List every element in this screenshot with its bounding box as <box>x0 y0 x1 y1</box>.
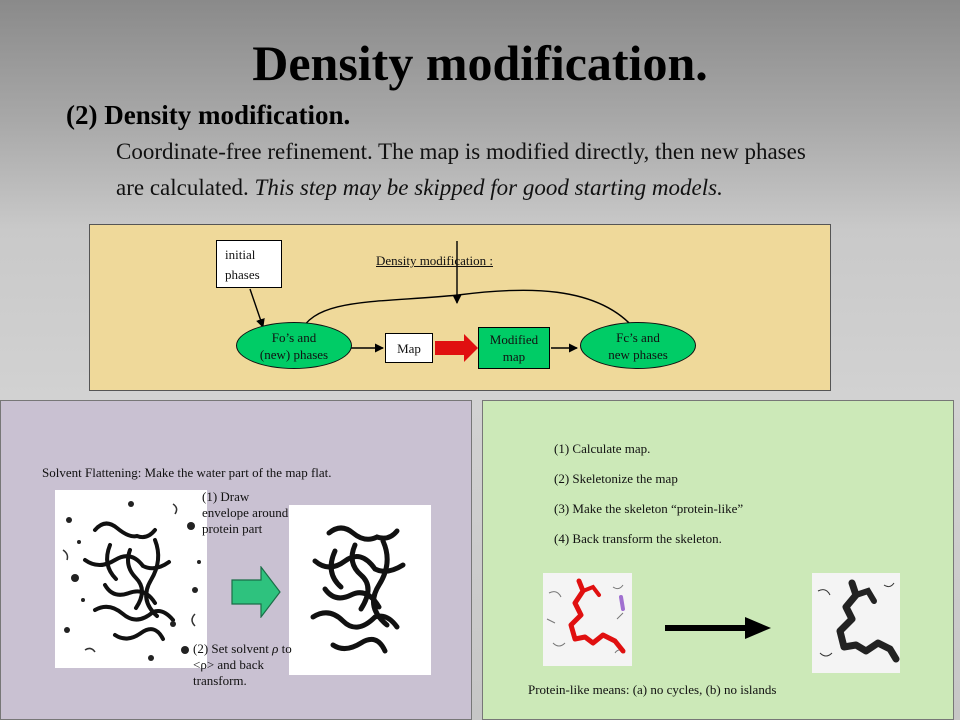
skeleton-step-2: (2) Skeletonize the map <box>554 471 678 486</box>
unflattened-map-drawing <box>62 501 201 661</box>
skeleton-footer: Protein-like means: (a) no cycles, (b) n… <box>528 682 777 697</box>
initial-phases-line-2: phases <box>225 267 260 282</box>
slide-title: Density modification. <box>252 35 708 91</box>
skeleton-map-image <box>543 573 632 666</box>
step2-line-1: (2) Set solvent ρ to <box>193 641 323 657</box>
intro-line-1: Coordinate-free refinement. The map is m… <box>116 139 806 164</box>
skeleton-step-4: (4) Back transform the skeleton. <box>554 531 722 546</box>
flattened-map-image <box>289 505 431 675</box>
flatten-arrow-icon <box>231 566 281 618</box>
map-to-modified-red-arrow <box>435 334 478 362</box>
solvent-flattening-panel: Solvent Flattening: Make the water part … <box>0 400 472 720</box>
fos-line-1: Fo’s and <box>271 330 317 345</box>
flattened-map-drawing <box>310 525 406 654</box>
step1-line-2: envelope around <box>202 505 289 520</box>
density-modification-label: Density modification : <box>376 253 493 268</box>
skeleton-step-1: (1) Calculate map. <box>554 441 651 456</box>
back-transformed-map-drawing <box>817 579 900 663</box>
fos-phases-node: Fo’s and (new) phases <box>236 322 352 369</box>
initial-phases-arrow <box>249 288 265 328</box>
intro-line-2-plain: are calculated. <box>116 175 255 200</box>
modified-line-1: Modified <box>489 332 539 347</box>
step2-text: (2) Set solvent ρ to <ρ> and back transf… <box>193 641 323 689</box>
fcs-line-1: Fc’s and <box>616 330 660 345</box>
intro-line-2-italic: This step may be skipped for good starti… <box>254 175 723 200</box>
skeletonization-panel: (1) Calculate map. (2) Skeletonize the m… <box>482 400 954 720</box>
slide-subtitle: (2) Density modification. <box>66 100 351 130</box>
intro-text: Coordinate-free refinement. The map is m… <box>116 134 936 206</box>
skeleton-map-drawing <box>546 578 626 654</box>
diagram-arrows <box>249 241 639 362</box>
density-modification-diagram: initial phases Density modification : Fo… <box>89 224 831 391</box>
fos-line-2: (new) phases <box>259 347 329 362</box>
step2-line-1-a: (2) Set solvent <box>193 641 273 656</box>
step1-line-1: (1) Draw <box>202 489 250 504</box>
intro-line-2: are calculated. This step may be skipped… <box>116 170 936 206</box>
map-node: Map <box>385 333 433 363</box>
skeleton-steps: (1) Calculate map. (2) Skeletonize the m… <box>554 441 743 547</box>
rho-symbol: ρ <box>272 641 279 656</box>
fcs-line-2: new phases <box>608 347 668 362</box>
modified-line-2: map <box>502 349 526 364</box>
step1-line-3: protein part <box>202 521 263 536</box>
unflattened-map-image <box>55 490 207 668</box>
modified-map-node: Modified map <box>478 327 550 369</box>
back-transform-arrow-icon <box>665 617 771 639</box>
skeleton-step-3: (3) Make the skeleton “protein-like” <box>554 501 744 516</box>
cycle-arc <box>298 289 639 334</box>
fcs-phases-node: Fc’s and new phases <box>580 322 696 369</box>
initial-phases-box: initial phases <box>216 240 282 288</box>
step2-line-2: <ρ> and back <box>193 657 264 672</box>
step2-line-1-b: to <box>278 641 292 656</box>
initial-phases-line-1: initial <box>225 247 256 262</box>
step1-text: (1) Draw envelope around protein part <box>202 489 288 537</box>
back-transformed-map-image <box>812 573 900 673</box>
solvent-heading: Solvent Flattening: Make the water part … <box>42 465 332 480</box>
step2-line-3: transform. <box>193 673 247 688</box>
